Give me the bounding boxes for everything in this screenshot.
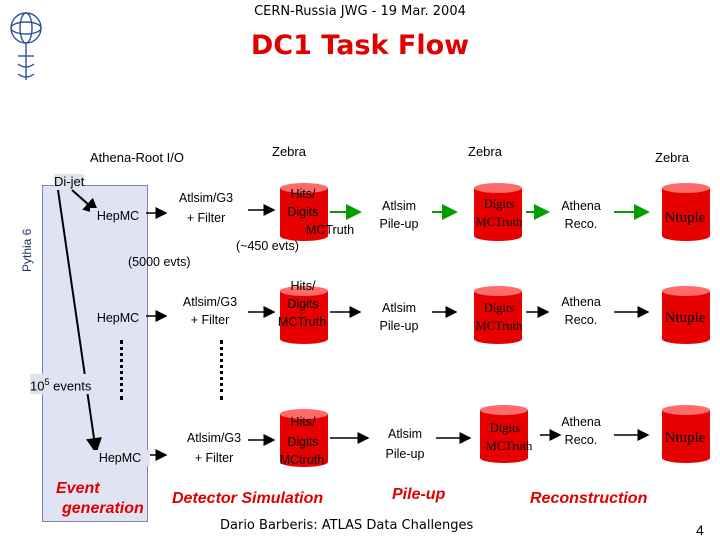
- dotted-separator-2: [220, 340, 223, 400]
- row1-digits-line2: MCTruth: [475, 215, 523, 229]
- row3-hits-line2: Digits: [287, 435, 319, 449]
- row1-reco-line1: Athena: [561, 199, 601, 213]
- stage-pileup: Pile-up: [392, 486, 446, 503]
- database-cylinder-icon: [660, 404, 712, 464]
- zebra-label-1: Zebra: [272, 144, 306, 159]
- stage-reconstruction: Reconstruction: [530, 490, 648, 507]
- events-count-label: 105 events: [30, 374, 92, 395]
- row2-hits-line3: MCTruth: [277, 315, 327, 329]
- evts-5000-label: (5000 evts): [128, 255, 191, 269]
- row2-pileup-line1: Atlsim: [381, 301, 417, 315]
- row1-pileup-line1: Atlsim: [381, 199, 417, 213]
- row3-hits-line1: Hits/: [290, 415, 316, 429]
- row1-hits-line1: Hits/: [290, 187, 316, 201]
- stage-event-generation-line2: generation: [62, 500, 144, 518]
- database-cylinder-icon: [472, 182, 524, 242]
- row1-atlsim-line1: Atlsim/G3: [178, 191, 234, 205]
- row3-hits-line3: MCtruth: [279, 453, 325, 467]
- row3-ntuple: Ntuple: [664, 430, 706, 446]
- dijet-label: Di-jet: [54, 174, 85, 190]
- row3-reco-line1: Athena: [561, 415, 601, 429]
- row2-atlsim-line2: + Filter: [190, 313, 230, 327]
- row2-hits-line2: Digits: [287, 297, 319, 311]
- slide-title: DC1 Task Flow: [250, 30, 470, 61]
- database-cylinder-icon: [660, 182, 712, 242]
- row3-pileup-line1: Atlsim: [387, 427, 423, 441]
- dijet-to-row3-arrow: [57, 189, 102, 454]
- zebra-label-3: Zebra: [655, 150, 689, 165]
- athena-root-io-label: Athena-Root I/O: [90, 150, 184, 165]
- row3-pileup-line2: Pile-up: [385, 447, 425, 461]
- stage-event-generation-line1: Event: [56, 480, 100, 498]
- database-cylinder-icon: [472, 285, 524, 345]
- row2-atlsim-line1: Atlsim/G3: [182, 295, 238, 309]
- row1-pileup-line2: Pile-up: [379, 217, 419, 231]
- footer-note: Dario Barberis: ATLAS Data Challenges: [220, 518, 474, 533]
- database-cylinder-icon: [278, 182, 330, 242]
- row1-hits-line3: MCTruth: [305, 223, 355, 237]
- row3-atlsim-line1: Atlsim/G3: [186, 431, 242, 445]
- cern-logo-icon: [6, 4, 46, 84]
- database-cylinder-icon: [278, 408, 330, 468]
- evts-450-label: (~450 evts): [236, 239, 299, 253]
- row2-pileup-line2: Pile-up: [379, 319, 419, 333]
- dotted-separator-1: [120, 340, 123, 400]
- row2-digits-line1: Digits: [483, 301, 515, 315]
- row2-ntuple: Ntuple: [664, 310, 706, 326]
- row1-digits-line1: Digits: [483, 197, 515, 211]
- row3-reco-line2: Reco.: [564, 433, 598, 447]
- database-cylinder-icon: [660, 285, 712, 345]
- row1-ntuple: Ntuple: [664, 210, 706, 226]
- row2-hits-line1: Hits/: [290, 279, 316, 293]
- page-number: 4: [696, 522, 704, 538]
- row1-atlsim-line2: + Filter: [186, 211, 226, 225]
- meeting-header: CERN-Russia JWG - 19 Mar. 2004: [254, 4, 466, 19]
- zebra-label-2: Zebra: [468, 144, 502, 159]
- row3-hepmc: HepMC: [90, 450, 150, 466]
- row3-atlsim-line2: + Filter: [194, 451, 234, 465]
- row2-digits-line2: MCTruth: [475, 319, 523, 333]
- database-cylinder-icon: [278, 285, 330, 345]
- row1-reco-line2: Reco.: [564, 217, 598, 231]
- row3-digits-line2: MCTruth: [485, 439, 533, 453]
- row1-hepmc: HepMC: [90, 208, 146, 224]
- row2-hepmc: HepMC: [90, 310, 146, 326]
- stage-detector-simulation: Detector Simulation: [172, 490, 324, 507]
- row2-reco-line1: Athena: [561, 295, 601, 309]
- row1-hits-line2: Digits: [287, 205, 319, 219]
- row3-digits-line1: Digits: [489, 421, 521, 435]
- database-cylinder-icon: [478, 404, 530, 464]
- row2-reco-line2: Reco.: [564, 313, 598, 327]
